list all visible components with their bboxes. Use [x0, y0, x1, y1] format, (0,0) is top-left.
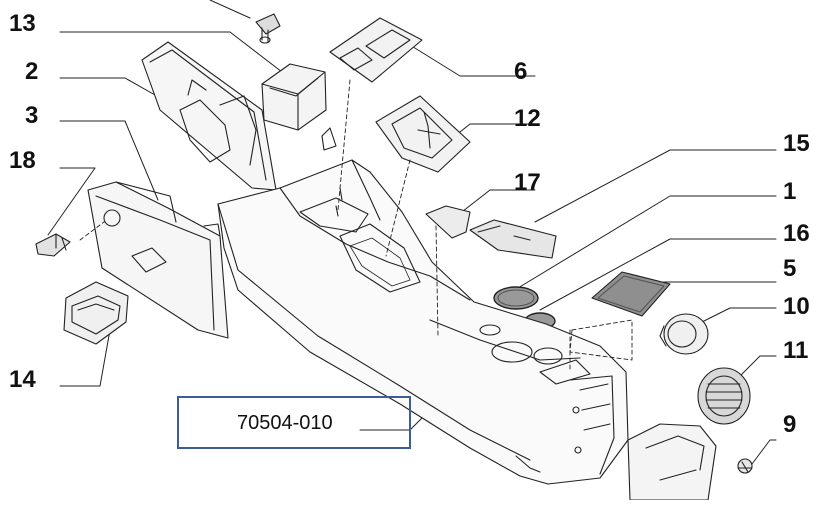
reference-code-box	[177, 396, 411, 449]
callout-12[interactable]: 12	[514, 105, 541, 132]
part-3-panel	[87, 181, 229, 339]
part-17-bracket	[425, 205, 471, 239]
part-1-round-mat	[493, 286, 539, 310]
callout-13[interactable]: 13	[9, 10, 36, 37]
part-2-side-panel	[141, 41, 277, 191]
part-18-plug	[35, 233, 71, 257]
part-air-duct	[261, 63, 327, 131]
part-15-strip	[469, 219, 557, 259]
part-14-duct	[63, 281, 129, 345]
callout-1[interactable]: 1	[783, 178, 797, 205]
callout-17[interactable]: 17	[514, 169, 541, 196]
callout-3[interactable]: 3	[25, 102, 39, 129]
callout-14[interactable]: 14	[9, 366, 36, 393]
callout-16[interactable]: 16	[783, 220, 810, 247]
assembly-guides	[79, 79, 633, 373]
callout-15[interactable]: 15	[783, 130, 810, 157]
part-9-screw	[737, 458, 753, 474]
callout-10[interactable]: 10	[783, 293, 810, 320]
part-6-trim	[329, 17, 423, 83]
part-11-vent	[697, 367, 751, 425]
part-tunnel-trim	[627, 423, 717, 501]
callout-9[interactable]: 9	[783, 411, 797, 438]
center-console-body	[203, 127, 629, 485]
callout-18[interactable]: 18	[9, 147, 36, 174]
callout-5[interactable]: 5	[783, 255, 797, 282]
callout-11[interactable]: 11	[783, 337, 809, 364]
part-5-rect-mat	[591, 271, 671, 317]
part-13-clip	[255, 13, 281, 44]
part-10-ring	[659, 313, 709, 355]
part-12-boot	[375, 95, 471, 173]
callout-6[interactable]: 6	[514, 58, 528, 85]
callout-2[interactable]: 2	[25, 58, 39, 85]
reference-code[interactable]: 70504-010	[237, 412, 333, 434]
